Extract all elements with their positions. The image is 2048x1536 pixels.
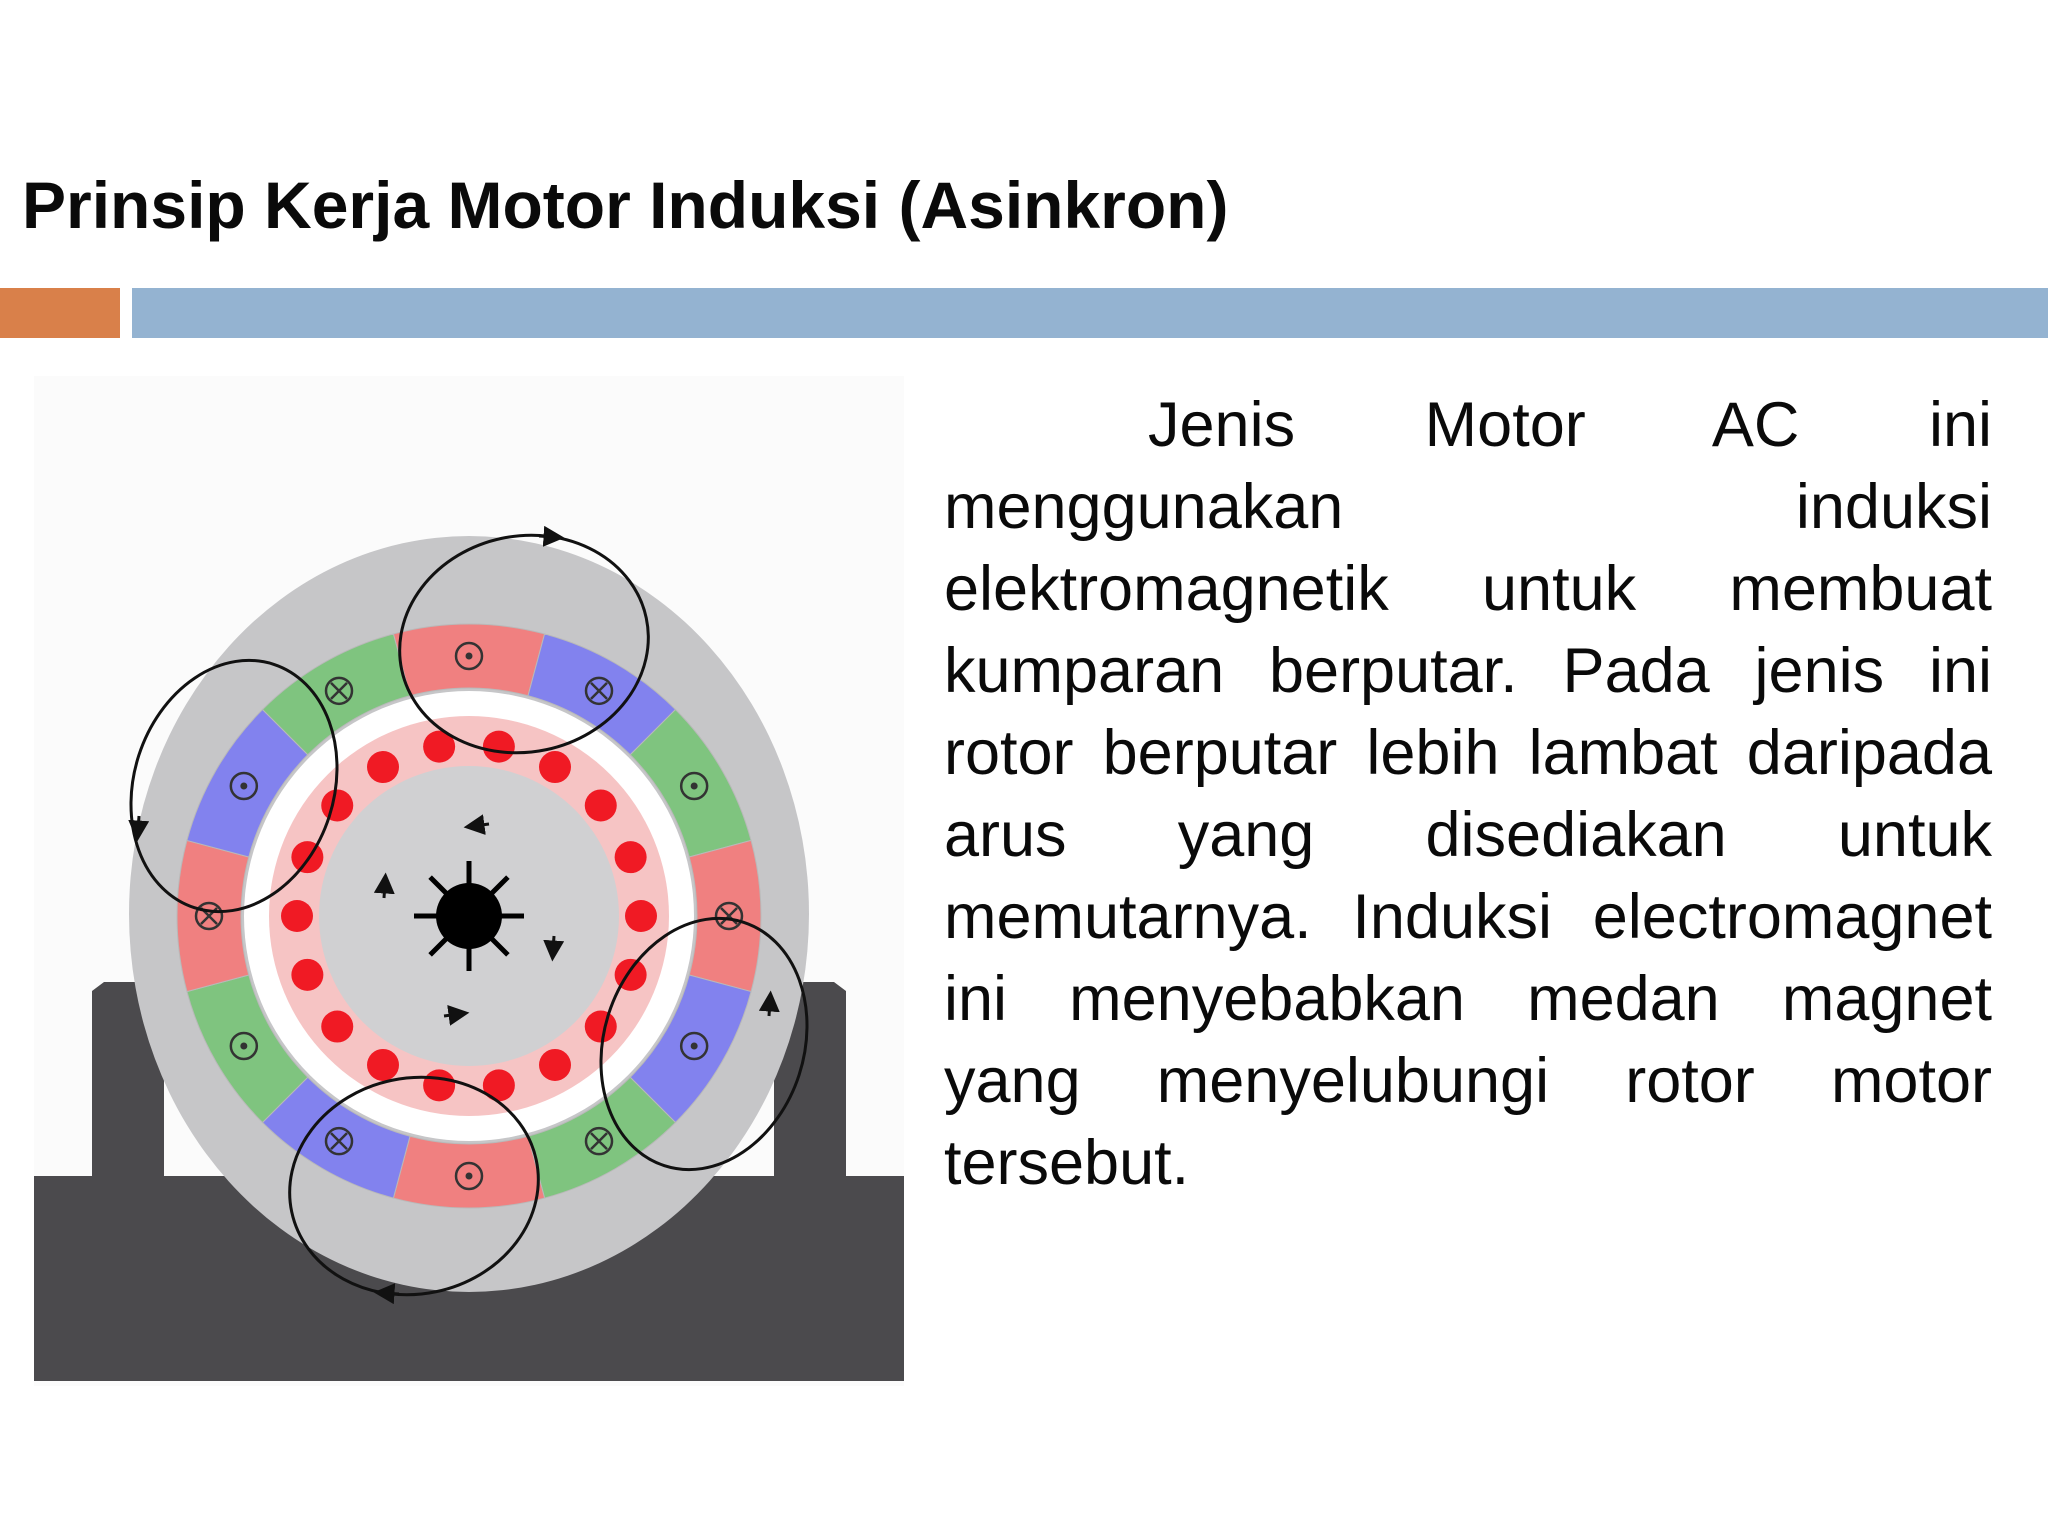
flux-loop-top (398, 533, 650, 755)
flux-arrow-8 (443, 1004, 470, 1026)
coil-segments (176, 623, 762, 1209)
current-cross (590, 681, 608, 700)
flux-arrow-5 (463, 814, 490, 836)
current-dot (690, 782, 698, 790)
rotor-bar (482, 1069, 515, 1102)
rotor-bar (584, 1010, 617, 1043)
accent-bar-orange (0, 288, 120, 338)
rotor-bar (367, 751, 399, 784)
current-out-icon (454, 1161, 484, 1191)
rotor-bar (423, 730, 456, 763)
coil-segment (688, 839, 762, 993)
rotor-bar (614, 841, 647, 874)
current-in-icon (324, 1126, 354, 1156)
current-cross (330, 1132, 348, 1151)
flux-arrow-2 (128, 815, 150, 842)
rotor-bar (423, 1069, 456, 1102)
flux-loop-bottom (288, 1075, 540, 1297)
current-dot (240, 782, 248, 790)
current-in-icon (584, 676, 614, 706)
current-out-icon (679, 1031, 709, 1061)
current-out-icon (229, 771, 259, 801)
coil-segment (176, 839, 250, 993)
flux-loops (128, 525, 809, 1305)
coil-segment (392, 623, 546, 697)
accent-bar-blue (132, 288, 2048, 338)
rotor-bar (291, 841, 324, 874)
flux-arrow-7 (543, 935, 565, 962)
rotor-bar (625, 900, 657, 932)
current-in-icon (194, 901, 224, 931)
current-in-icon (324, 676, 354, 706)
rotor-bar (584, 789, 617, 822)
rotor-bar (482, 730, 515, 763)
rotor-bar (539, 1048, 571, 1081)
current-dot (465, 652, 473, 660)
rotor-bar (291, 958, 324, 991)
rotor-bar (281, 900, 313, 932)
induction-motor-diagram (34, 376, 904, 1386)
current-cross (330, 681, 348, 700)
current-out-icon (454, 641, 484, 671)
current-dot (690, 1042, 698, 1050)
shaft-icon (414, 861, 524, 971)
slide-title: Prinsip Kerja Motor Induksi (Asinkron) (22, 168, 1229, 242)
rotor-bar (321, 1010, 354, 1043)
rotor-bar (539, 751, 571, 784)
current-out-icon (679, 771, 709, 801)
current-dot (465, 1172, 473, 1180)
current-out-icon (229, 1031, 259, 1061)
flux-loop-left (129, 658, 339, 914)
flux-arrow-3 (758, 990, 780, 1017)
rotor-bar (367, 1048, 399, 1081)
flux-arrow-1 (538, 525, 565, 547)
current-cross (590, 1132, 608, 1151)
flux-loop-right (599, 916, 809, 1172)
rotor-bar (321, 789, 354, 822)
current-in-icon (714, 901, 744, 931)
body-paragraph: Jenis Motor AC ini menggunakan induksi e… (944, 390, 1992, 1198)
flux-arrow-6 (373, 872, 395, 899)
current-dot (240, 1042, 248, 1050)
current-in-icon (584, 1126, 614, 1156)
motor-diagram-svg (34, 525, 904, 1381)
shaft-hub (436, 883, 502, 949)
flux-arrow-4 (373, 1283, 400, 1305)
coil-segment (392, 1135, 546, 1209)
